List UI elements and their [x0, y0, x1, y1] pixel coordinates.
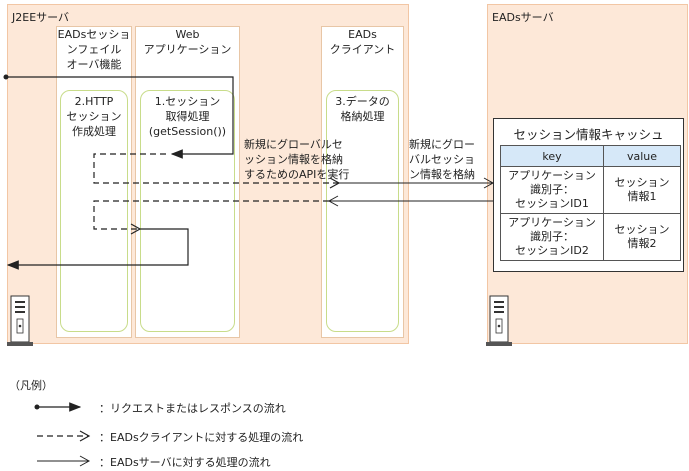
get-session-process-label: 1.セッション 取得処理 (getSession()): [148, 95, 227, 138]
client-return-arrow: [93, 200, 329, 235]
store-info-note: 新規にグロー バルセッショ ン情報を格納: [409, 138, 475, 181]
legend-item-client: ：EADsクライアントに対する処理の流れ: [99, 431, 304, 444]
data-store-process-label: 3.データの 格納処理: [335, 95, 390, 123]
legend-item-server: ：EADsサーバに対する処理の流れ: [99, 456, 271, 469]
cache-header-value: value: [603, 145, 681, 167]
client-flow-arrow: [93, 153, 341, 189]
legend-client-symbol: [37, 430, 91, 442]
client-column-title: EADs クライアント: [329, 28, 396, 56]
session-cache-title: セッション情報キャッシュ: [513, 127, 664, 142]
response-arrow: [6, 228, 189, 270]
eads-server-title: EADsサーバ: [492, 11, 554, 24]
cache-header-key: key: [500, 145, 604, 167]
legend-server-symbol: [37, 455, 91, 467]
session-cache-table: key value アプリケーション 識別子： セッションID1 セッション 情…: [500, 145, 681, 261]
j2ee-server-icon: [7, 295, 33, 346]
legend-item-request: ：リクエストまたはレスポンスの流れ: [99, 402, 286, 415]
get-session-process: [140, 90, 235, 332]
cache-key-1: アプリケーション 識別子： セッションID1: [500, 166, 604, 214]
cache-value-2: セッション 情報2: [603, 213, 681, 261]
table-row: アプリケーション 識別子： セッションID2 セッション 情報2: [500, 213, 681, 261]
request-arrow: [3, 74, 234, 159]
legend-request-symbol: [34, 402, 82, 412]
eads-server-icon: [486, 295, 512, 346]
j2ee-server-title: J2EEサーバ: [12, 11, 70, 24]
cache-key-2: アプリケーション 識別子： セッションID2: [500, 213, 604, 261]
server-return-arrow: [327, 195, 493, 207]
table-row: アプリケーション 識別子： セッションID1 セッション 情報1: [500, 166, 681, 214]
data-store-process: [326, 90, 399, 332]
failover-column-title: EADsセッショ ンフェイル オーバ機能: [57, 28, 131, 71]
legend-title: （凡例）: [9, 379, 53, 392]
session-cache: セッション情報キャッシュ key value アプリケーション 識別子： セッシ…: [493, 118, 684, 272]
server-flow-arrow: [339, 177, 495, 189]
webapp-column-title: Web アプリケーション: [143, 28, 232, 56]
http-session-process-label: 2.HTTP セッション 作成処理: [66, 95, 122, 138]
cache-value-1: セッション 情報1: [603, 166, 681, 214]
api-call-note: 新規にグローバルセ ッション情報を格納 するためのAPIを実行: [244, 138, 350, 181]
